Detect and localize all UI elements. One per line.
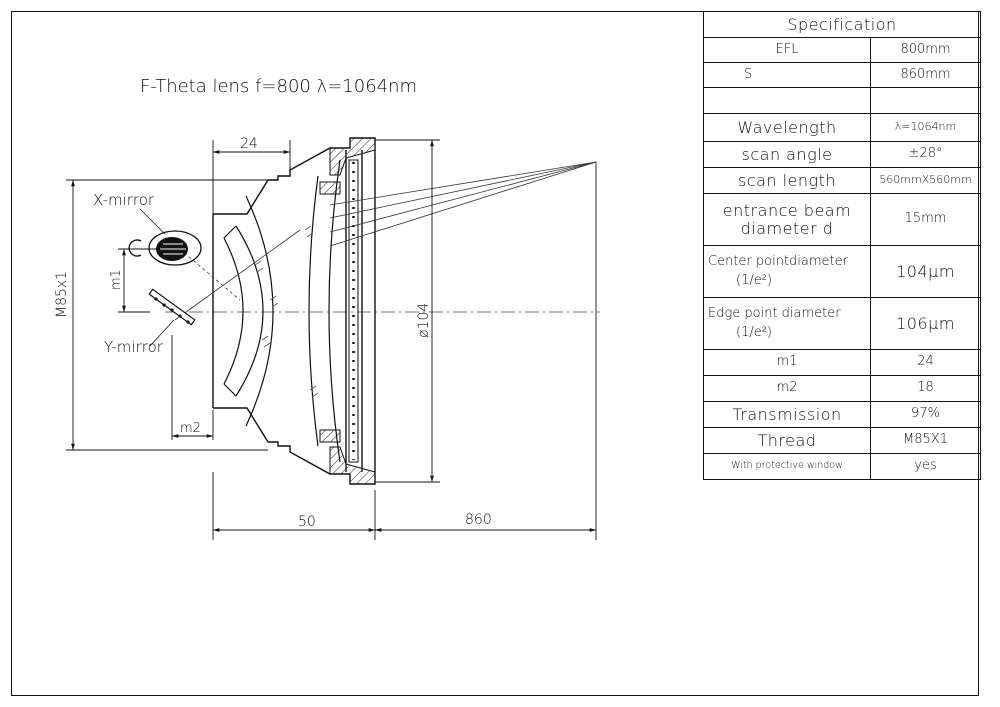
housing-section-bottom [329, 446, 376, 485]
spec-value-scan-length: 560mmX560mm [869, 167, 982, 194]
retainer-top [319, 181, 341, 195]
spec-name-entrance-beam: entrance beam diameter d [703, 193, 871, 246]
specification-table: Specification EFL 800mm S 860mm Waveleng… [702, 11, 982, 480]
y-mirror-symbol [148, 288, 196, 347]
thread-label: M85x1 [54, 271, 70, 318]
spec-name-scan-angle: scan angle [703, 141, 871, 168]
spec-value-center-diameter: 104μm [869, 245, 982, 298]
protective-window [348, 159, 359, 463]
spec-header: Specification [702, 11, 982, 38]
spec-name-edge-diameter: Edge point diameter (1/e²) [703, 297, 871, 350]
spec-value-blank [869, 87, 982, 114]
spec-value-m1: 24 [869, 349, 982, 376]
y-mirror-label: Y-mirror [104, 338, 164, 356]
dim-24 [212, 140, 291, 214]
x-mirror-symbol [128, 208, 202, 266]
spec-name-m1: m1 [703, 349, 871, 376]
spec-value-transmission: 97% [869, 401, 982, 428]
m1-dimension [118, 248, 160, 313]
retainer-bottom [319, 429, 341, 443]
spec-value-wavelength: λ=1064nm [869, 113, 982, 142]
spec-name-thread: Thread [703, 427, 871, 454]
spec-edge-diameter-line1: Edge point diameter [708, 306, 841, 322]
spec-name-center-diameter: Center pointdiameter (1/e²) [703, 245, 871, 298]
thread-dimension [66, 179, 268, 451]
spec-edge-diameter-line2: (1/e²) [736, 324, 773, 340]
x-mirror-label: X-mirror [93, 191, 155, 209]
glass-marks [254, 225, 319, 398]
spec-center-diameter-line1: Center pointdiameter [708, 254, 848, 270]
lens-housing [212, 137, 376, 485]
m1-label: m1 [109, 269, 124, 290]
spec-name-transmission: Transmission [703, 401, 871, 428]
spec-value-m2: 18 [869, 375, 982, 402]
diameter-label: ø104 [416, 303, 432, 338]
spec-value-entrance-beam: 15mm [869, 193, 982, 246]
diameter-dimension [375, 139, 440, 483]
spec-name-blank [703, 87, 871, 114]
lens-elements [223, 159, 341, 463]
spec-value-scan-angle: ±28° [869, 141, 982, 168]
spec-center-diameter-line2: (1/e²) [736, 272, 773, 288]
dim-860-label: 860 [465, 512, 492, 528]
dim-50-label: 50 [298, 514, 316, 530]
spec-value-s: 860mm [869, 62, 982, 88]
spec-name-efl: EFL [703, 37, 871, 63]
spec-value-thread: M85X1 [869, 427, 982, 454]
dim-24-label: 24 [240, 136, 258, 152]
spec-name-scan-length: scan length [703, 167, 871, 194]
spec-name-wavelength: Wavelength [703, 113, 871, 142]
spec-value-edge-diameter: 106μm [869, 297, 982, 350]
spec-name-m2: m2 [703, 375, 871, 402]
spec-value-efl: 800mm [869, 37, 982, 63]
housing-section-top [329, 137, 376, 176]
scan-beams [174, 161, 597, 321]
spec-value-protective-window: yes [869, 453, 982, 480]
spec-name-protective-window: With protective window [703, 453, 871, 480]
m2-label: m2 [180, 421, 201, 436]
dim-50-860 [212, 162, 597, 540]
m2-dimension [171, 335, 214, 440]
drawing-title: F-Theta lens f=800 λ=1064nm [140, 76, 417, 97]
spec-name-s: S [703, 62, 871, 88]
